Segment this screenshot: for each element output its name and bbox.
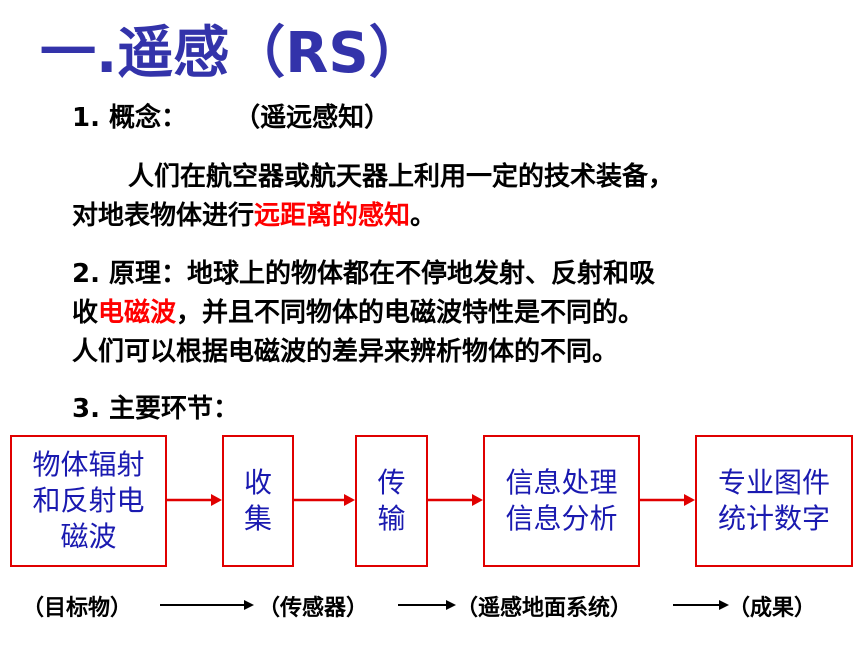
- flow-box-collect: 收 集: [222, 435, 294, 567]
- flow-arrow-icon: [294, 494, 355, 506]
- concept-label: 1. 概念：: [72, 103, 188, 133]
- bottom-arrow-icon: [673, 600, 729, 610]
- flow-box-process: 信息处理 信息分析: [483, 435, 640, 567]
- flow-box-text: 传: [377, 466, 406, 499]
- flow-box-text: 专业图件: [717, 466, 830, 499]
- principle-line2: 收电磁波，并且不同物体的电磁波特性是不同的。: [72, 292, 644, 329]
- principle-line1: 2. 原理：地球上的物体都在不停地发射、反射和吸: [72, 259, 656, 289]
- concept-note: （遥远感知）: [234, 103, 391, 133]
- principle-line3: 人们可以根据电磁波的差异来辨析物体的不同。: [72, 337, 619, 367]
- flow-box-result: 专业图件 统计数字: [695, 435, 853, 567]
- flow-arrow-icon: [428, 494, 483, 506]
- bottom-label-result: （成果）: [728, 596, 817, 621]
- concept-text-suffix: 。: [410, 201, 437, 231]
- concept-text-prefix: 对地表物体进行: [72, 201, 255, 231]
- flow-box-text: 输: [377, 502, 406, 535]
- flow-box-text: 信息处理: [505, 466, 618, 499]
- flow-box-source: 物体辐射 和反射电 磁波: [10, 435, 167, 567]
- flow-box-text: 磁波: [60, 520, 117, 553]
- bottom-label-ground-system: （遥感地面系统）: [456, 596, 633, 621]
- principle-suffix: ，并且不同物体的电磁波特性是不同的。: [176, 298, 645, 328]
- steps-heading: 3. 主要环节：: [72, 394, 240, 424]
- bottom-label-sensor: （传感器）: [258, 596, 369, 621]
- concept-highlight: 远距离的感知: [254, 201, 411, 231]
- principle-highlight: 电磁波: [98, 298, 177, 328]
- flow-box-text: 收: [243, 466, 272, 499]
- flow-box-text: 统计数字: [717, 502, 830, 535]
- flow-box-text: 物体辐射: [32, 448, 145, 481]
- bottom-label-target: （目标物）: [22, 596, 133, 621]
- flow-box-text: 信息分析: [505, 502, 618, 535]
- bottom-arrow-icon: [398, 600, 456, 610]
- bottom-arrow-icon: [160, 600, 254, 610]
- flow-box-transmit: 传 输: [355, 435, 428, 567]
- slide-title: 一.遥感（RS）: [40, 21, 425, 86]
- principle-prefix: 收: [72, 298, 99, 328]
- concept-text-line1: 人们在航空器或航天器上利用一定的技术装备，: [128, 162, 675, 192]
- flow-box-text: 和反射电: [32, 484, 145, 517]
- flow-arrow-icon: [167, 494, 222, 506]
- concept-text-line2: 对地表物体进行远距离的感知。: [72, 195, 436, 232]
- concept-heading: 1. 概念： （遥远感知）: [72, 97, 390, 134]
- flow-arrow-icon: [640, 494, 695, 506]
- flow-box-text: 集: [243, 502, 272, 535]
